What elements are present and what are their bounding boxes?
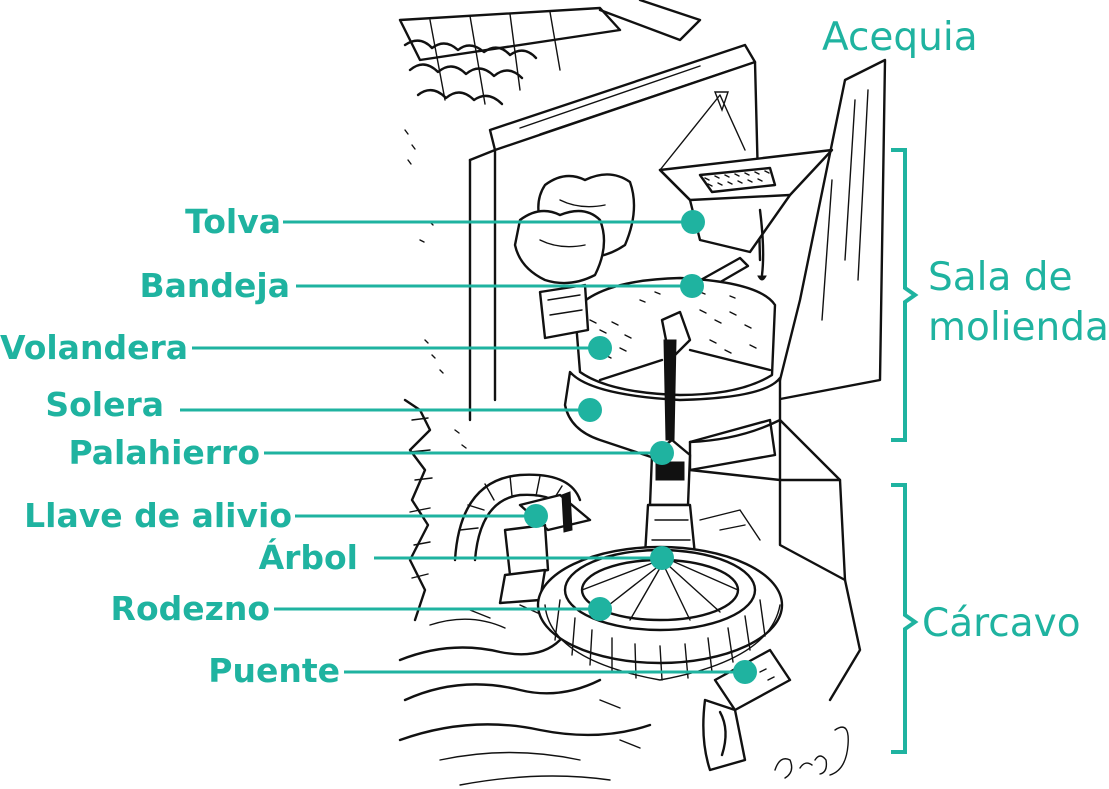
acequia-label: Acequia (822, 15, 978, 60)
label-palahierro: Palahierro (68, 433, 260, 472)
grain-sacks (515, 174, 634, 283)
roof-beam (490, 45, 755, 150)
stone-wall (405, 400, 432, 620)
dot-volandera (588, 336, 612, 360)
bracket-carcavo (893, 485, 915, 752)
part-labels: Tolva Bandeja Volandera Solera Palahierr… (0, 202, 358, 690)
dot-puente (733, 660, 757, 684)
label-arbol: Árbol (259, 537, 358, 577)
lower-wall-block (780, 420, 845, 580)
label-carcavo: Cárcavo (922, 601, 1081, 646)
section-labels: Sala de molienda Cárcavo (922, 255, 1109, 646)
hopper-tolva (660, 92, 832, 280)
label-sala-line1: Sala de (928, 255, 1073, 300)
bracket-sala (893, 150, 915, 440)
dot-rodezno (588, 597, 612, 621)
label-rodezno: Rodezno (111, 589, 270, 628)
wooden-post (775, 60, 885, 400)
watermill-illustration (400, 0, 885, 785)
artist-signature (775, 727, 848, 778)
dot-arbol (650, 546, 674, 570)
sketch-marks (405, 130, 466, 448)
label-volandera: Volandera (0, 328, 188, 367)
label-llave: Llave de alivio (24, 496, 292, 535)
dot-tolva (681, 210, 705, 234)
label-puente: Puente (208, 651, 340, 690)
dot-palahierro (650, 441, 674, 465)
label-solera: Solera (45, 385, 164, 424)
section-brackets (893, 150, 915, 752)
small-crate (540, 285, 588, 338)
label-tolva: Tolva (185, 202, 281, 241)
dot-bandeja (680, 274, 704, 298)
dot-llave (524, 504, 548, 528)
label-sala-line2: molienda (928, 305, 1109, 350)
dot-solera (578, 398, 602, 422)
label-bandeja: Bandeja (140, 266, 291, 305)
